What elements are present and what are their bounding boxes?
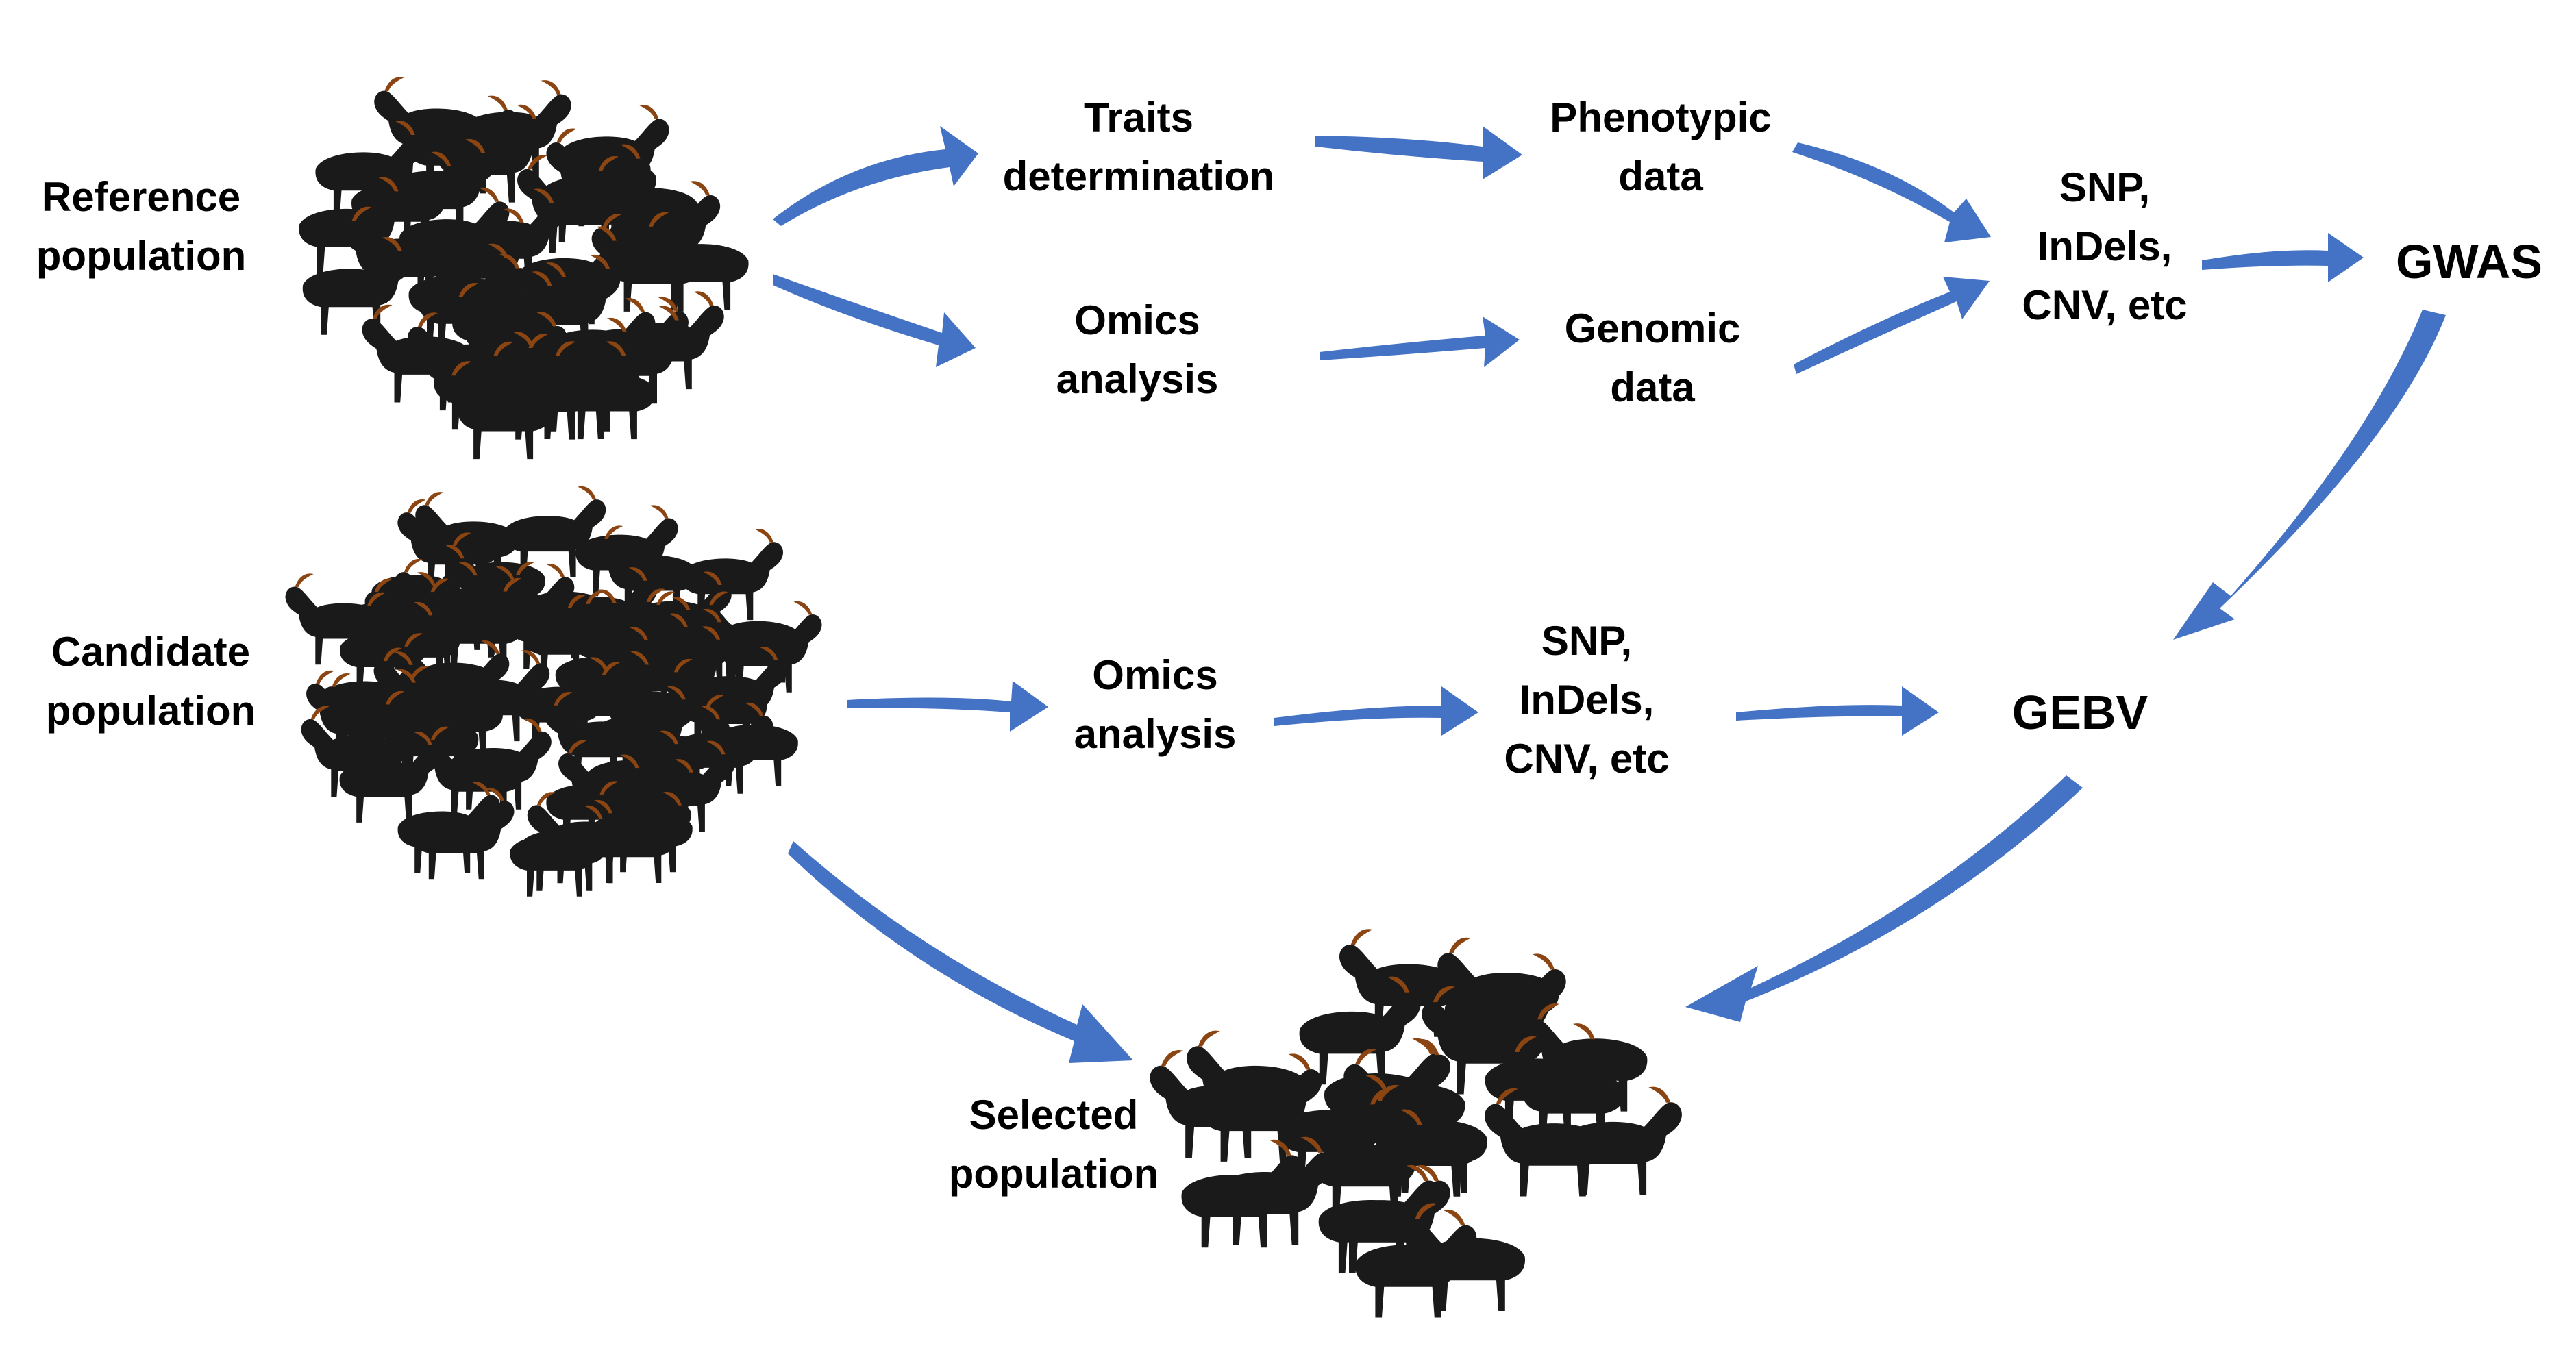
arrow-reference-to-omics [773, 274, 976, 367]
arrow-gebv-to-selected [1685, 775, 2083, 1022]
candidate-population-label-line2: population [46, 688, 256, 734]
snp-bottom-label-line2: InDels, [1520, 677, 1655, 723]
arrow-gwas-to-gebv [2173, 310, 2446, 640]
omics-analysis-bottom-label-line2: analysis [1074, 711, 1237, 757]
selected-herd-icon [1150, 929, 1682, 1318]
arrow-snp-bottom-to-gebv [1736, 686, 1939, 736]
phenotypic-data-label-line1: Phenotypic [1550, 95, 1771, 140]
arrow-traits-to-phenotypic [1315, 126, 1522, 179]
genomic-data-label-line2: data [1610, 364, 1695, 410]
arrow-phenotypic-to-snp [1792, 142, 1991, 242]
reference-herd-icon [299, 77, 749, 460]
snp-top-label-line2: InDels, [2038, 223, 2172, 269]
candidate-herd-icon [285, 486, 822, 897]
arrow-candidate-to-omics [847, 681, 1048, 732]
snp-bottom-label-line3: CNV, etc [1504, 736, 1669, 782]
arrow-snp-to-gwas [2202, 233, 2364, 282]
reference-population-label-line2: population [36, 233, 247, 279]
reference-population-label-line1: Reference [42, 174, 240, 220]
omics-analysis-bottom-label-line1: Omics [1092, 652, 1217, 698]
gebv-label: GEBV [2012, 686, 2148, 739]
phenotypic-data-label-line2: data [1618, 153, 1703, 199]
gwas-label: GWAS [2396, 235, 2542, 288]
snp-bottom-label-line1: SNP, [1541, 618, 1632, 664]
candidate-population-label-line1: Candidate [51, 629, 250, 675]
genomic-data-label-line1: Genomic [1565, 306, 1741, 351]
arrow-omics-to-snp-bottom [1274, 686, 1478, 736]
traits-determination-label-line1: Traits [1084, 95, 1193, 140]
traits-determination-label-line2: determination [1003, 153, 1275, 199]
arrow-candidate-to-selected [788, 841, 1133, 1063]
snp-top-label-line3: CNV, etc [2022, 282, 2187, 328]
arrow-reference-to-traits [773, 126, 978, 226]
omics-analysis-top-label-line1: Omics [1074, 297, 1200, 343]
arrow-omics-to-genomic [1320, 316, 1520, 367]
omics-analysis-top-label-line2: analysis [1056, 356, 1219, 402]
arrow-genomic-to-snp [1794, 277, 1990, 374]
snp-top-label-line1: SNP, [2059, 164, 2150, 210]
selected-population-label-line2: population [949, 1151, 1159, 1197]
selected-population-label-line1: Selected [969, 1092, 1139, 1138]
